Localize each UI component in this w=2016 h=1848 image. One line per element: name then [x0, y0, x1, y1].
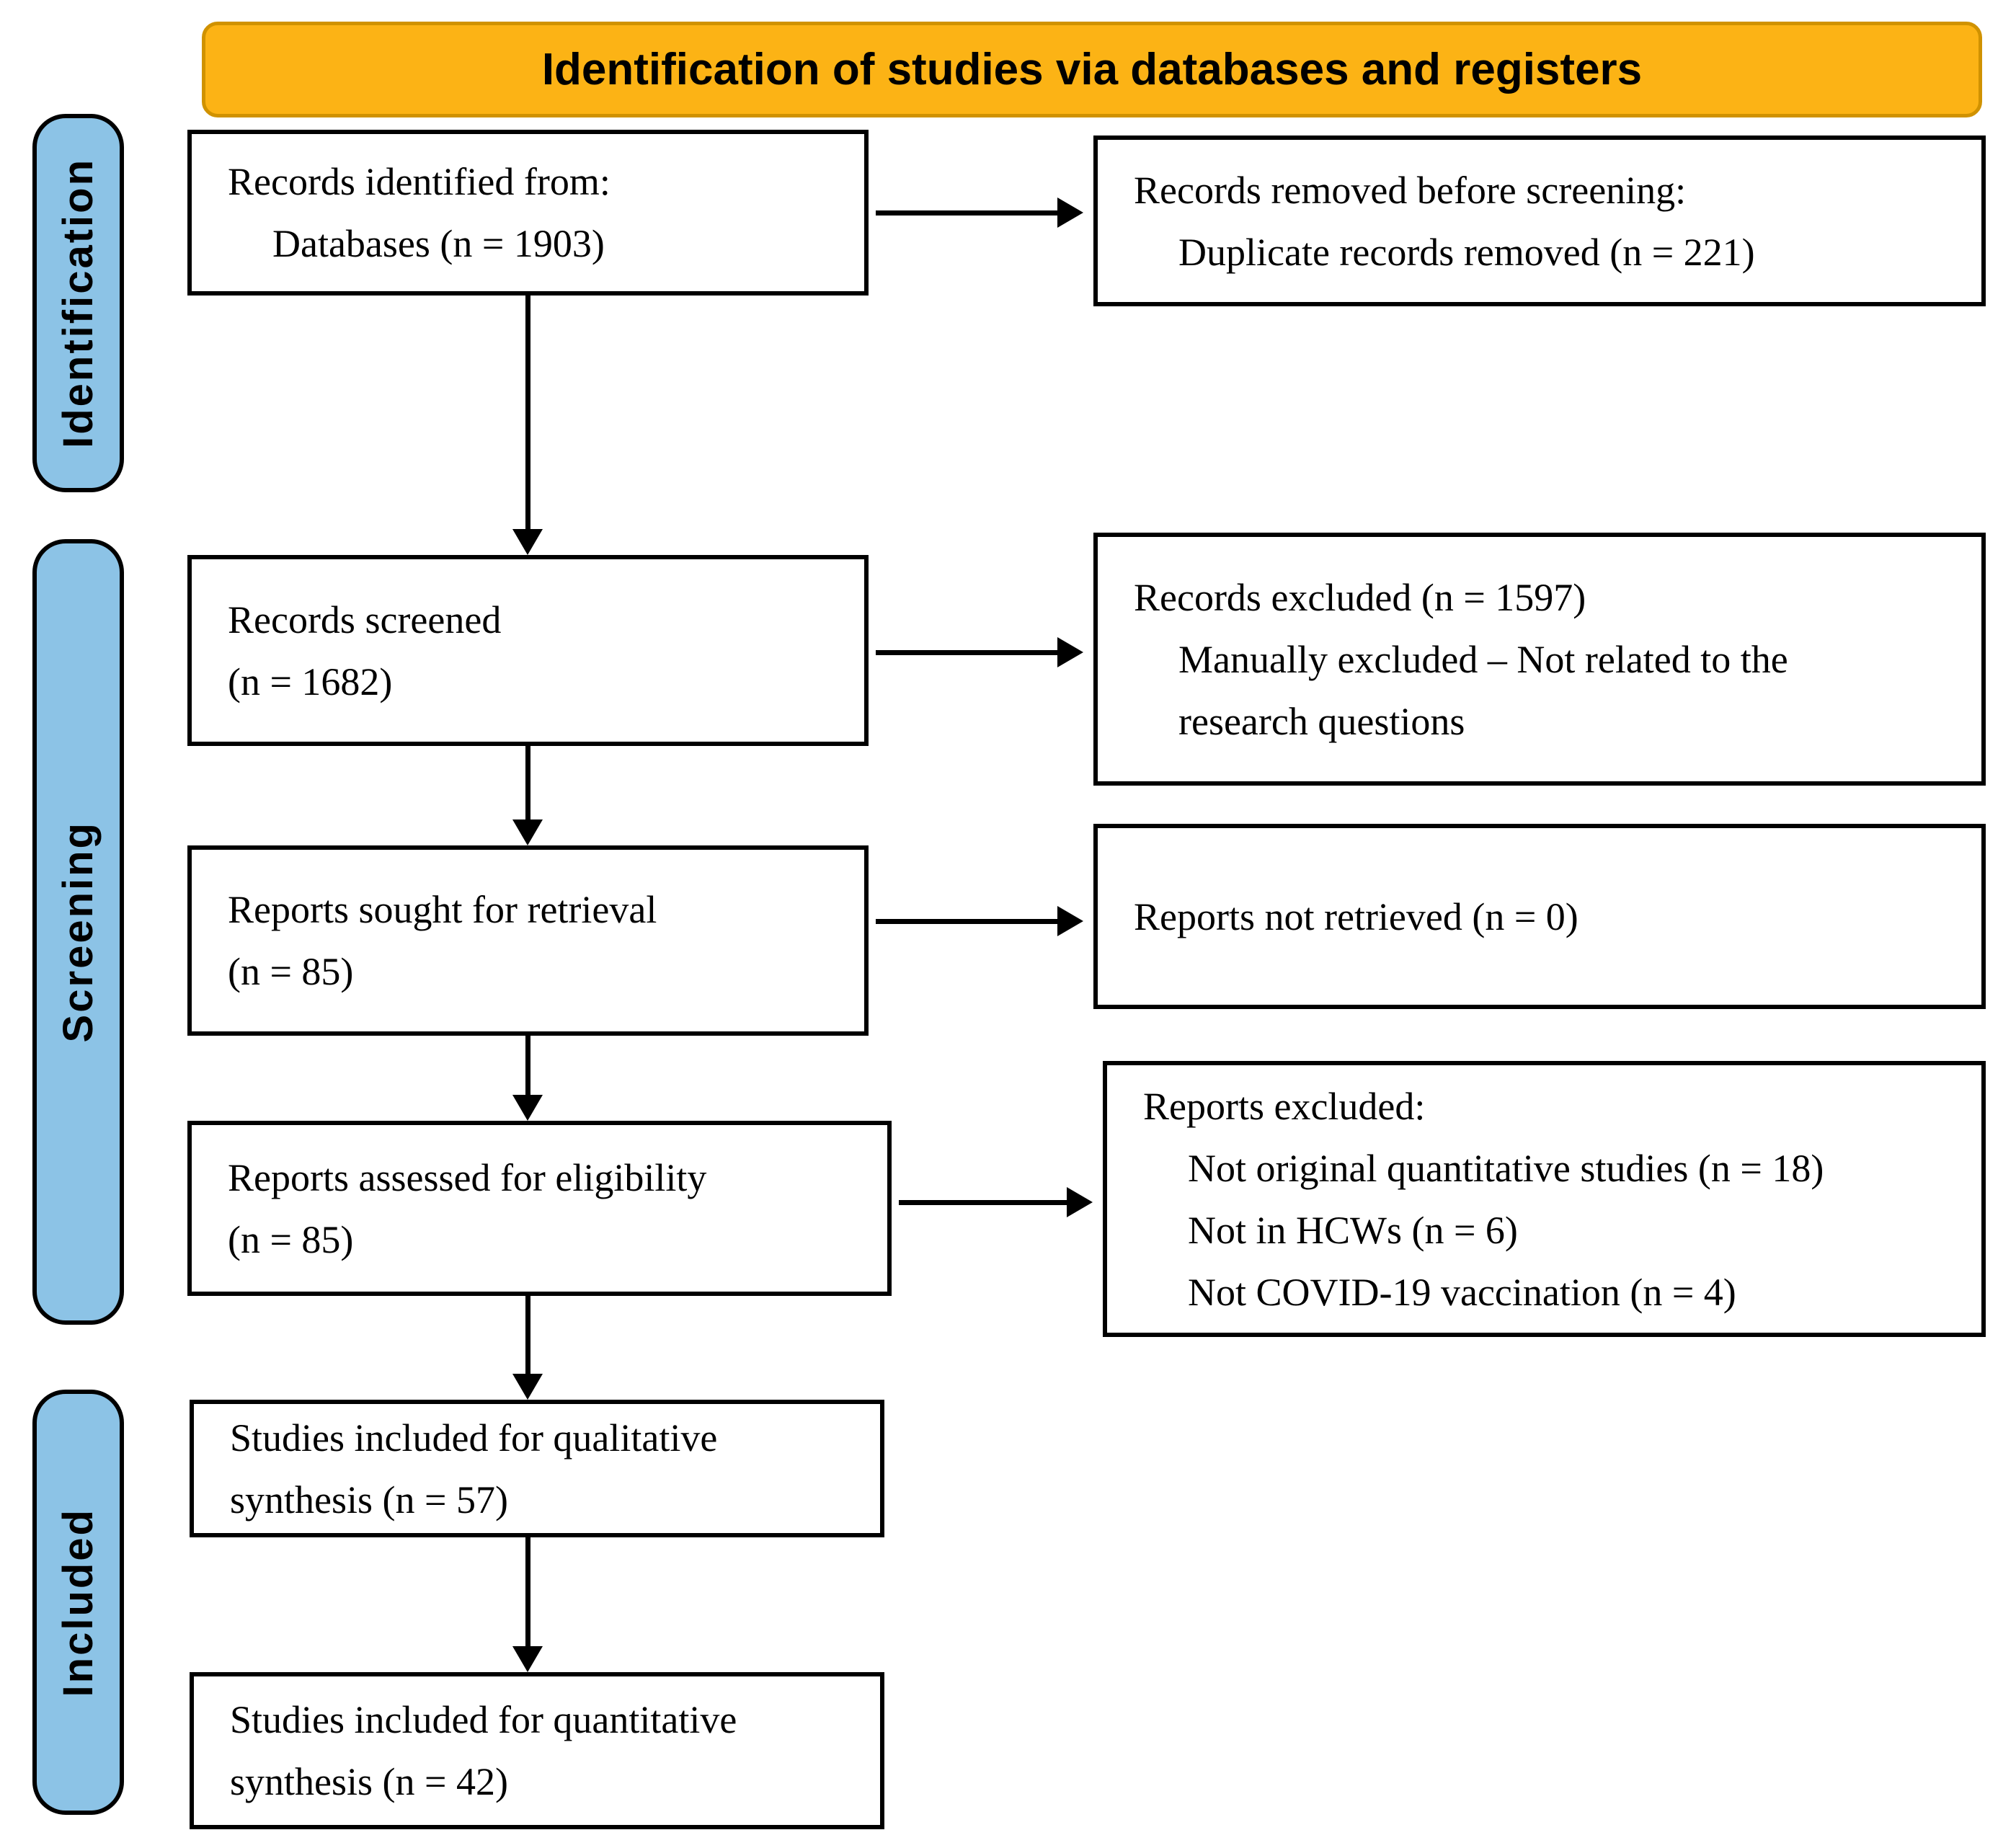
box-reports-excluded-line3: Not in HCWs (n = 6): [1188, 1208, 1518, 1252]
arrow-identified-to-screened-head: [512, 529, 543, 555]
box-reports-excluded-line1: Reports excluded:: [1143, 1084, 1426, 1128]
box-reports-assessed-line1: Reports assessed for eligibility: [228, 1155, 707, 1199]
box-quantitative-line1: Studies included for quantitative: [230, 1698, 737, 1741]
box-reports-assessed-line2: (n = 85): [228, 1217, 354, 1261]
box-qualitative-line2: synthesis (n = 57): [230, 1478, 508, 1522]
arrow-sought-to-not-retrieved-shaft: [876, 919, 1057, 924]
stage-included: Included: [32, 1390, 124, 1815]
arrow-sought-to-not-retrieved-head: [1057, 906, 1083, 936]
box-records-identified-line2: Databases (n = 1903): [272, 222, 605, 265]
box-records-screened-line2: (n = 1682): [228, 659, 393, 703]
box-records-excluded-line2: Manually excluded – Not related to the: [1178, 637, 1788, 681]
box-records-screened-line1: Records screened: [228, 598, 502, 641]
box-quantitative-line2: synthesis (n = 42): [230, 1760, 508, 1803]
arrow-identified-to-removed-shaft: [876, 210, 1057, 216]
arrow-identified-to-screened-shaft: [525, 296, 530, 530]
arrow-qualitative-to-quantitative-shaft: [525, 1537, 530, 1646]
arrow-assessed-to-reports-excluded-shaft: [899, 1200, 1067, 1205]
stage-identification-label: Identification: [55, 158, 102, 448]
box-reports-assessed: Reports assessed for eligibility (n = 85…: [187, 1121, 892, 1296]
stage-screening: Screening: [32, 539, 124, 1325]
box-qualitative-synthesis: Studies included for qualitative synthes…: [190, 1400, 884, 1537]
header-title: Identification of studies via databases …: [541, 45, 1643, 94]
arrow-identified-to-removed-head: [1057, 197, 1083, 228]
box-records-screened: Records screened (n = 1682): [187, 555, 869, 746]
arrow-qualitative-to-quantitative-head: [512, 1646, 543, 1672]
box-reports-excluded-line4: Not COVID-19 vaccination (n = 4): [1188, 1270, 1736, 1314]
box-reports-sought: Reports sought for retrieval (n = 85): [187, 845, 869, 1036]
stage-included-label: Included: [55, 1507, 102, 1697]
box-records-identified-line1: Records identified from:: [228, 160, 610, 203]
arrow-screened-to-excluded-head: [1057, 637, 1083, 667]
box-records-removed-line2: Duplicate records removed (n = 221): [1178, 230, 1755, 274]
stage-screening-label: Screening: [55, 821, 102, 1043]
box-records-excluded: Records excluded (n = 1597) Manually exc…: [1093, 533, 1986, 786]
arrow-screened-to-sought-head: [512, 819, 543, 845]
box-qualitative-line1: Studies included for qualitative: [230, 1416, 718, 1460]
arrow-assessed-to-reports-excluded-head: [1067, 1187, 1093, 1217]
box-records-excluded-line3: research questions: [1178, 699, 1465, 743]
box-reports-excluded: Reports excluded: Not original quantitat…: [1103, 1061, 1986, 1337]
header-banner: Identification of studies via databases …: [202, 22, 1982, 117]
box-reports-sought-line2: (n = 85): [228, 950, 354, 993]
arrow-screened-to-sought-shaft: [525, 746, 530, 819]
box-records-identified: Records identified from: Databases (n = …: [187, 130, 869, 296]
arrow-sought-to-assessed-shaft: [525, 1036, 530, 1095]
arrow-assessed-to-qualitative-head: [512, 1374, 543, 1400]
box-quantitative-synthesis: Studies included for quantitative synthe…: [190, 1672, 884, 1829]
box-records-removed: Records removed before screening: Duplic…: [1093, 136, 1986, 306]
arrow-screened-to-excluded-shaft: [876, 650, 1057, 655]
arrow-assessed-to-qualitative-shaft: [525, 1296, 530, 1374]
box-reports-excluded-line2: Not original quantitative studies (n = 1…: [1188, 1146, 1824, 1190]
stage-identification: Identification: [32, 114, 124, 492]
box-reports-not-retrieved-line1: Reports not retrieved (n = 0): [1134, 894, 1578, 938]
box-reports-sought-line1: Reports sought for retrieval: [228, 888, 657, 931]
box-reports-not-retrieved: Reports not retrieved (n = 0): [1093, 824, 1986, 1009]
arrow-sought-to-assessed-head: [512, 1095, 543, 1121]
box-records-excluded-line1: Records excluded (n = 1597): [1134, 575, 1586, 619]
box-records-removed-line1: Records removed before screening:: [1134, 168, 1687, 212]
